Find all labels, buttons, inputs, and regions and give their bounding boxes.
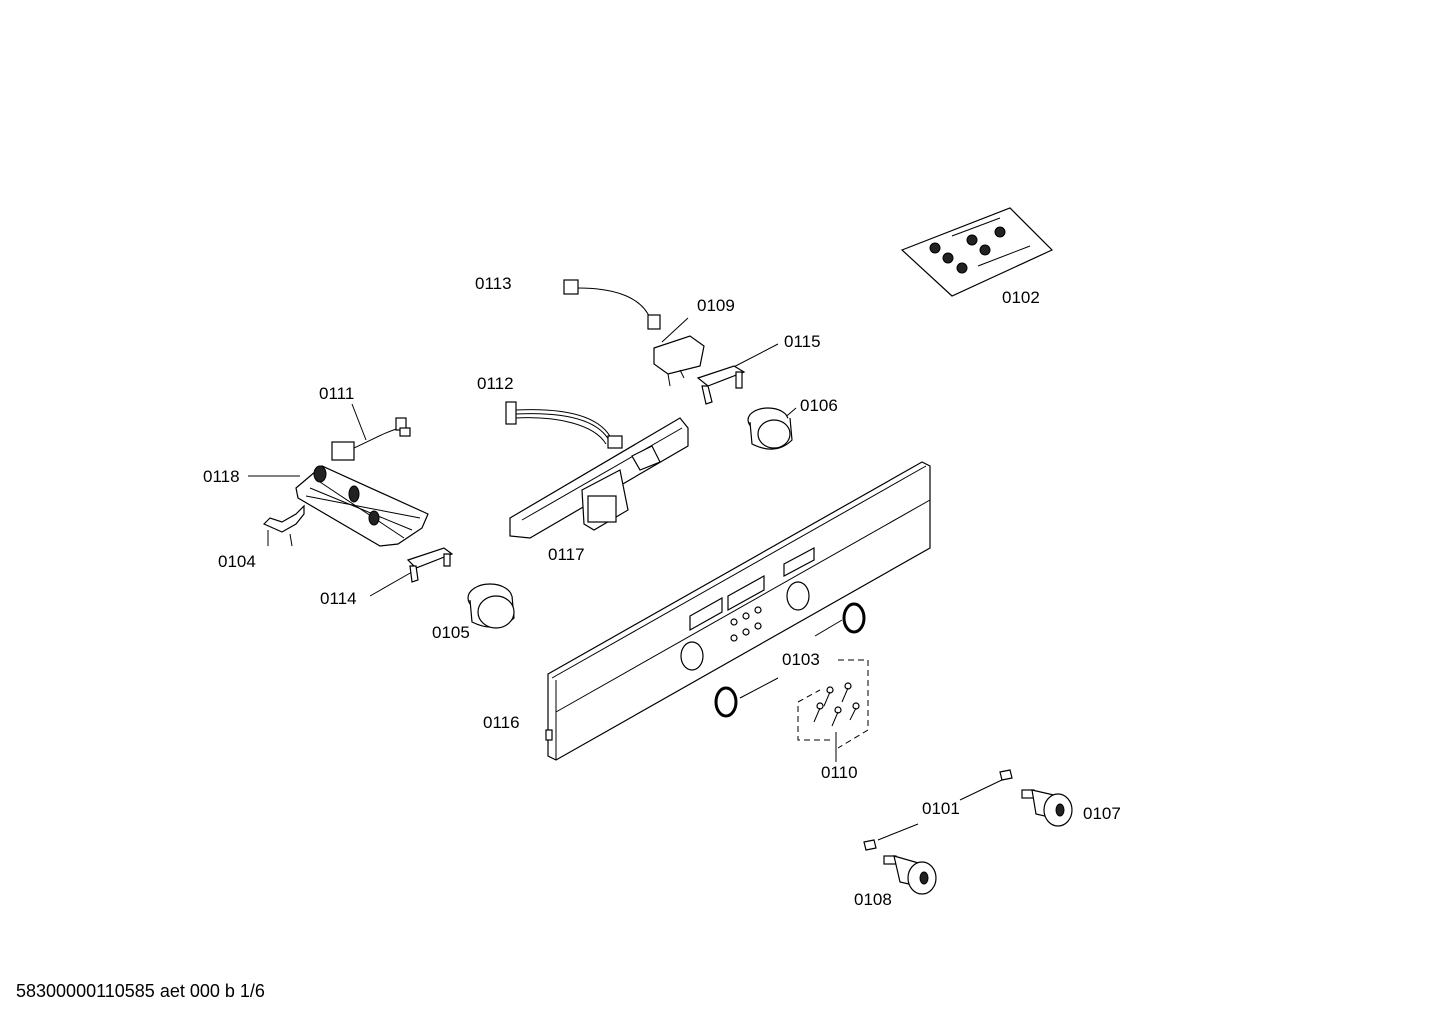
- part-label-0102: 0102: [1002, 288, 1040, 307]
- knob-0107-part: [1021, 789, 1073, 827]
- cable-0111-part: [331, 417, 411, 461]
- part-label-0107: 0107: [1083, 804, 1121, 823]
- knob-housing-0106-part: [747, 407, 793, 450]
- leader-lines: [248, 317, 1007, 841]
- part-label-0105: 0105: [432, 623, 470, 642]
- screws-0110-part: [797, 659, 869, 749]
- part-label-0106: 0106: [800, 396, 838, 415]
- part-label-0104: 0104: [218, 552, 256, 571]
- part-label-0118: 0118: [203, 467, 240, 486]
- drawing-reference-footer: 58300000110585 aet 000 b 1/6: [16, 981, 265, 1001]
- part-label-0101: 0101: [922, 799, 960, 818]
- ribbon-cable-0112-part: [505, 401, 623, 449]
- part-label-0109: 0109: [697, 296, 735, 315]
- control-board-0118-part: [295, 465, 429, 547]
- part-label-0108: 0108: [854, 890, 892, 909]
- knob-0108-part: [883, 855, 937, 895]
- switch-0109-part: [653, 335, 705, 387]
- screw-bag-part: [900, 207, 1054, 297]
- part-label-0111: 0111: [319, 384, 355, 403]
- part-label-0113: 0113: [475, 274, 512, 293]
- part-label-0116: 0116: [483, 713, 520, 732]
- part-label-0103: 0103: [782, 650, 820, 669]
- part-label-0117: 0117: [548, 545, 585, 564]
- cable-0113-part: [563, 279, 661, 330]
- part-label-0112: 0112: [477, 374, 514, 393]
- clip-0114-part: [406, 547, 454, 583]
- front-panel-0116-part: [545, 461, 931, 761]
- knob-housing-0105-part: [467, 583, 515, 629]
- holder-0104-part: [262, 504, 305, 547]
- ring-0103-part: [714, 602, 866, 718]
- part-label-0114: 0114: [320, 589, 357, 608]
- clip-0115-part: [696, 365, 746, 405]
- part-label-0110: 0110: [821, 763, 858, 782]
- bracket-0117-part: [509, 417, 689, 539]
- part-label-0115: 0115: [784, 332, 821, 351]
- insert-0101-part: [863, 769, 1013, 851]
